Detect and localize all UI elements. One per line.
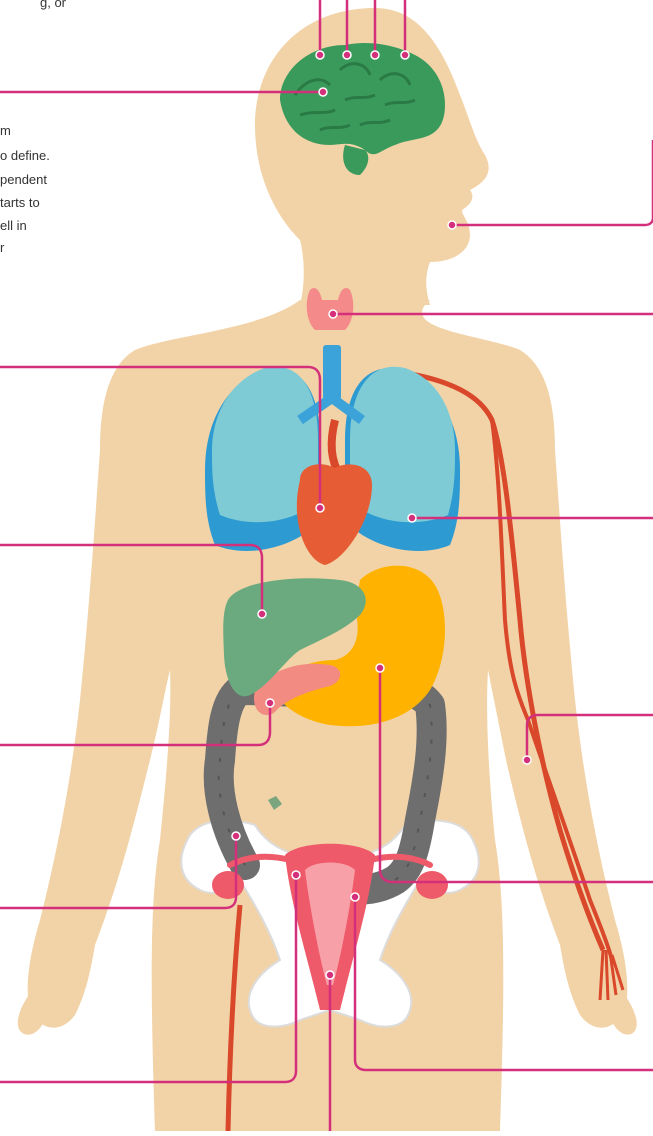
caption-line: pendent: [0, 171, 47, 189]
caption-line: m: [0, 122, 11, 140]
caption-line: o define.: [0, 147, 50, 165]
caption-line: r: [0, 239, 4, 257]
caption-line: g, or: [40, 0, 66, 12]
caption-line: tarts to: [0, 194, 40, 212]
caption-line: ell in: [0, 217, 27, 235]
